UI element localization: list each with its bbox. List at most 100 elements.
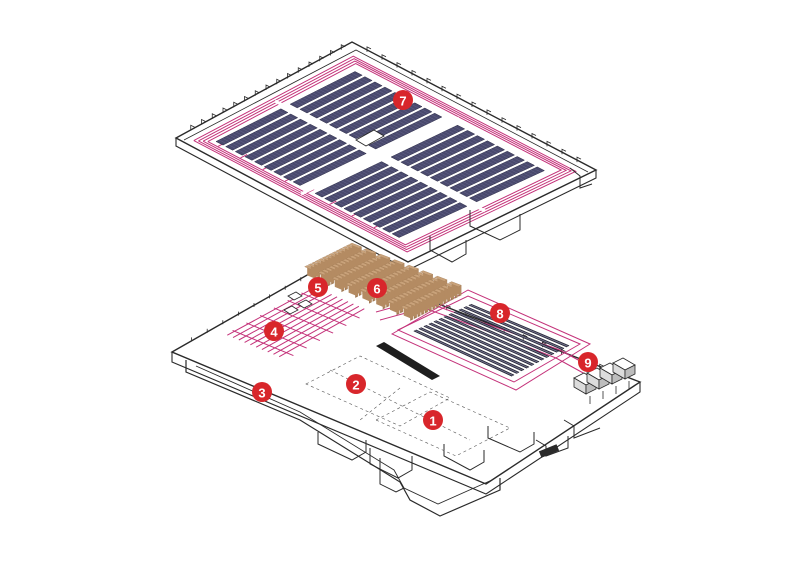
rack-bay xyxy=(477,155,485,160)
rack-bay xyxy=(476,165,485,170)
rack-bay xyxy=(436,203,444,208)
rack-bay xyxy=(404,117,413,122)
rack-bay xyxy=(429,216,437,221)
rack-bay xyxy=(516,176,525,181)
rack-bay xyxy=(450,167,458,173)
rack-bay xyxy=(480,153,488,158)
rack-bay xyxy=(306,175,314,180)
equipment-area-5 xyxy=(283,291,313,315)
rack-bay xyxy=(315,90,324,95)
rack-bay xyxy=(356,211,365,216)
rack-bay xyxy=(283,156,291,161)
rack-bay xyxy=(503,162,512,167)
rack-bay xyxy=(447,129,455,134)
rack-bay xyxy=(483,162,492,167)
rack-bay xyxy=(271,113,279,118)
rack-bay xyxy=(422,219,430,224)
lower-left-wing xyxy=(185,360,501,517)
rack-bay xyxy=(457,164,465,169)
rack-bay xyxy=(476,194,484,199)
rack-bay xyxy=(464,131,472,136)
rack-bay xyxy=(366,207,375,212)
rack-bay xyxy=(381,138,390,143)
conveyor-loop xyxy=(207,63,563,246)
rack-bay xyxy=(446,179,454,184)
rack-bay xyxy=(396,212,404,217)
rack-bay xyxy=(423,190,431,195)
rack-bay xyxy=(318,191,326,196)
rack-bay xyxy=(312,92,321,97)
rack-bay xyxy=(286,165,295,170)
rack-bay xyxy=(433,165,442,171)
rack-bay xyxy=(363,208,371,213)
rack-bay xyxy=(429,206,437,211)
marker-label: 9 xyxy=(584,356,591,371)
rack-bay xyxy=(371,83,379,88)
rack-bay xyxy=(437,154,445,159)
wall-segment xyxy=(501,117,507,123)
rack-bay xyxy=(325,106,334,111)
flow-rack-lane xyxy=(414,330,513,376)
rack-bay xyxy=(436,193,445,198)
rack-bay xyxy=(290,163,298,168)
rack-bay xyxy=(326,116,334,121)
rack-bay xyxy=(412,224,420,229)
rack-bay xyxy=(277,150,285,155)
rack-bay xyxy=(316,140,324,145)
rack-bay xyxy=(387,187,395,192)
rack-bay xyxy=(407,178,415,183)
rack-bay xyxy=(357,182,366,187)
marker-circle xyxy=(346,374,366,394)
flow-rack-lane xyxy=(454,311,553,355)
rack-bay xyxy=(319,159,327,164)
area-marker-7: 7 xyxy=(393,90,413,110)
rack-bay xyxy=(323,137,331,142)
pallet-top xyxy=(405,264,419,271)
rack-bay xyxy=(290,123,298,128)
rack-bay xyxy=(411,104,419,109)
rack-bay xyxy=(391,176,399,181)
conveyor-lane xyxy=(267,303,354,353)
flow-rack-lane xyxy=(424,325,523,371)
rack-bay xyxy=(348,94,357,99)
rack-bay xyxy=(355,81,363,86)
rack-bay xyxy=(427,188,435,193)
rack-bay xyxy=(470,178,478,183)
upper-center-structure xyxy=(355,129,385,147)
rack-bay xyxy=(426,208,434,213)
rack-bay xyxy=(500,164,508,169)
wall-segment xyxy=(441,85,447,92)
rack-bay xyxy=(267,125,276,130)
rack-bay xyxy=(399,211,407,216)
rack-bay xyxy=(283,146,292,151)
rack-bay xyxy=(267,164,275,169)
rack-bay xyxy=(523,163,532,168)
rack-bay xyxy=(379,220,387,225)
rack-bay xyxy=(332,112,340,117)
rack-bay xyxy=(251,133,259,138)
rack-bay xyxy=(280,118,289,123)
rack-bay xyxy=(470,148,478,153)
rack-bay xyxy=(342,108,350,113)
rack-bay xyxy=(358,172,366,177)
rack-bay xyxy=(486,180,494,185)
wall-segment xyxy=(340,44,346,50)
rack-bay xyxy=(350,205,358,210)
rack-bay xyxy=(423,160,432,165)
rack-bay xyxy=(428,116,436,121)
rack-bay xyxy=(306,155,314,160)
rack-bay xyxy=(457,134,465,140)
rack-bay xyxy=(326,165,334,170)
wall-segment xyxy=(456,93,462,100)
rack-bay xyxy=(433,156,442,161)
rack-bay xyxy=(361,98,370,103)
wall-segment xyxy=(576,156,582,163)
rack-bay xyxy=(361,180,369,185)
rack-bay xyxy=(403,189,412,194)
rack-bay xyxy=(381,88,389,93)
rack-bay xyxy=(510,179,518,184)
lower-left-wing-inner xyxy=(195,365,493,505)
rack-bay xyxy=(436,213,444,218)
rack-bay xyxy=(293,132,302,137)
rack-bay xyxy=(479,193,487,198)
